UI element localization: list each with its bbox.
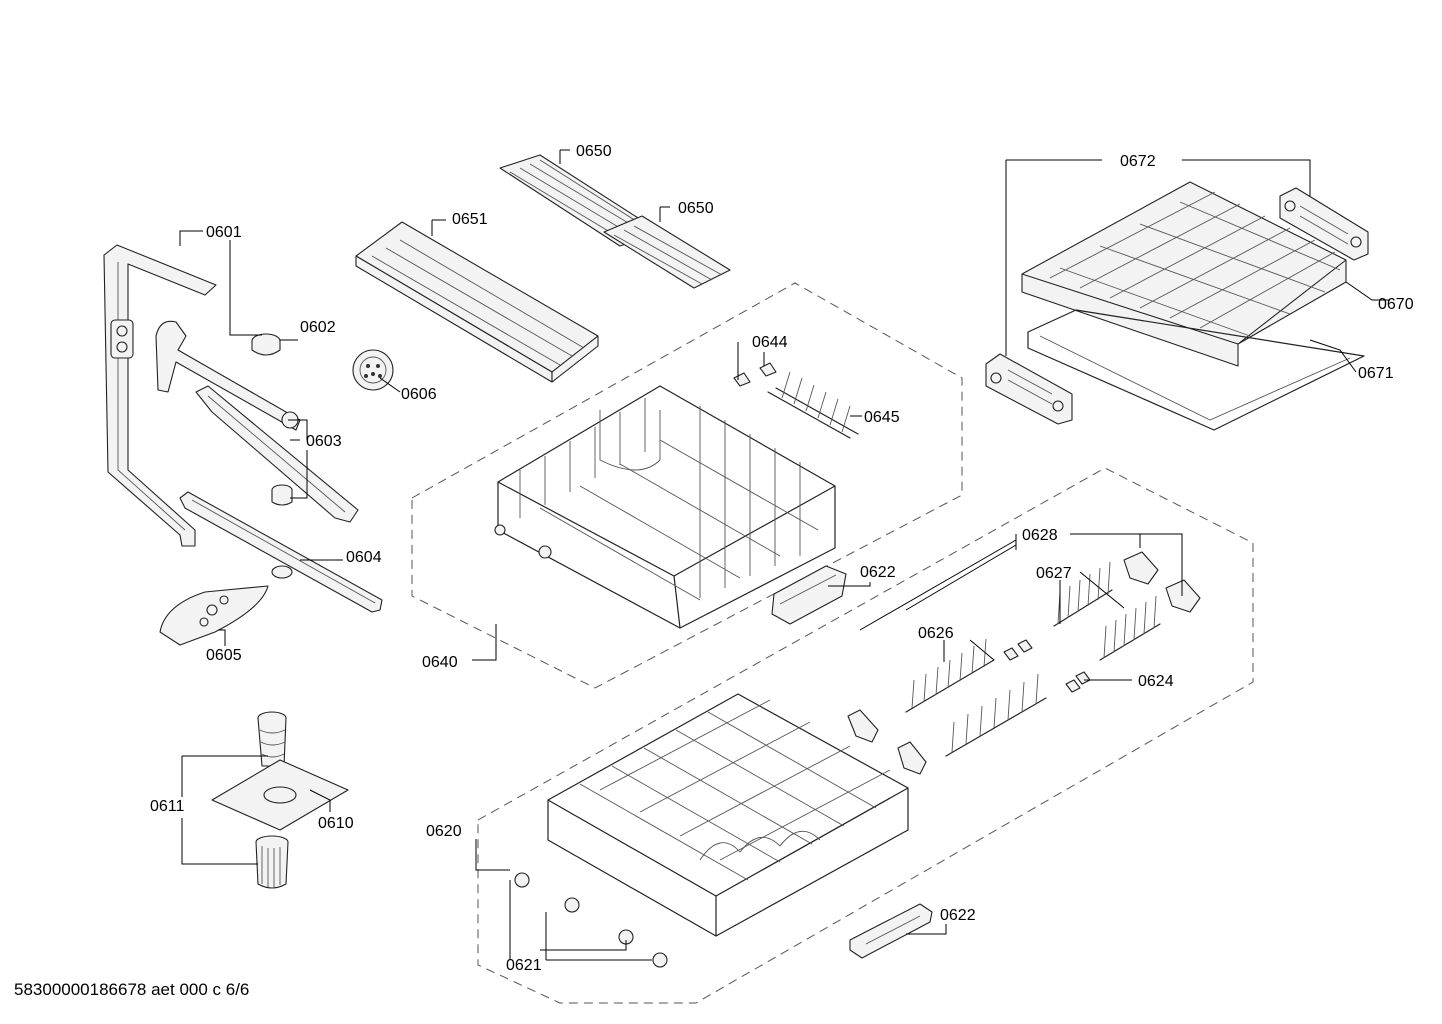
label-0620: 0620: [426, 823, 462, 840]
fine-filter-cylinder: [255, 835, 289, 889]
cutlery-drawer-rail-left: [985, 353, 1073, 425]
label-0651: 0651: [452, 211, 488, 228]
label-0604: 0604: [346, 549, 382, 566]
label-0622-upper: 0622: [860, 564, 896, 581]
folding-spike-rack-a: [1053, 561, 1161, 661]
cutlery-drawer-rail-right: [1279, 187, 1369, 261]
label-0640: 0640: [422, 654, 458, 671]
label-0610: 0610: [318, 815, 354, 832]
lower-basket: [547, 693, 909, 937]
basket-handle-upper: [771, 565, 847, 625]
document-code: 58300000186678 aet 000 c 6/6: [14, 980, 250, 999]
label-0650-top: 0650: [576, 143, 612, 160]
label-0601: 0601: [206, 224, 242, 241]
label-0627: 0627: [1036, 565, 1072, 582]
leader-lines: [179, 149, 1390, 961]
clip-pair: [733, 362, 777, 387]
label-0671: 0671: [1358, 365, 1394, 382]
label-0605: 0605: [206, 647, 242, 664]
label-0621: 0621: [506, 957, 542, 974]
cutlery-drawer-tray: [1021, 181, 1347, 367]
label-0645: 0645: [864, 409, 900, 426]
label-0650-middle: 0650: [678, 200, 714, 217]
part-number-labels: 0601 0602 0603 0604 0605 0606 0610 0611 …: [150, 143, 1414, 974]
spray-arm-supply-tube: [103, 244, 217, 547]
nozzle-connector: [251, 333, 281, 356]
filter-disc: [352, 349, 394, 391]
spray-arm-upper: [155, 320, 359, 523]
microfilter-with-coarse-filter: [211, 711, 349, 831]
spike-rack-clips: [1003, 639, 1091, 693]
label-0628: 0628: [1022, 527, 1058, 544]
bearing-nut: [271, 484, 293, 506]
label-0603: 0603: [306, 433, 342, 450]
label-0624: 0624: [1138, 673, 1174, 690]
label-0672: 0672: [1120, 153, 1156, 170]
upper-basket: [494, 385, 836, 629]
label-0611: 0611: [150, 798, 185, 815]
cutlery-tray-large: [355, 221, 599, 383]
filter-cover-plate: [159, 585, 269, 646]
label-0626: 0626: [918, 625, 954, 642]
cutlery-tray-insert-middle: [603, 215, 731, 289]
spike-rack-hinge-holders: [847, 551, 1201, 775]
label-0670: 0670: [1378, 296, 1414, 313]
label-0606: 0606: [401, 386, 437, 403]
basket-handle-lower: [849, 903, 933, 959]
folding-spike-rack-upper: [767, 371, 859, 439]
folding-spike-rack-b: [905, 638, 1047, 757]
spray-arm-lower: [179, 491, 383, 613]
upper-basket-group-outline: [411, 282, 963, 689]
label-0644: 0644: [752, 334, 788, 351]
basket-rollers: [514, 872, 668, 968]
cutlery-drawer-frame: [1027, 309, 1365, 431]
label-0602: 0602: [300, 319, 336, 336]
lower-basket-group-outline: [477, 467, 1254, 1004]
label-0622-lower: 0622: [940, 907, 976, 924]
